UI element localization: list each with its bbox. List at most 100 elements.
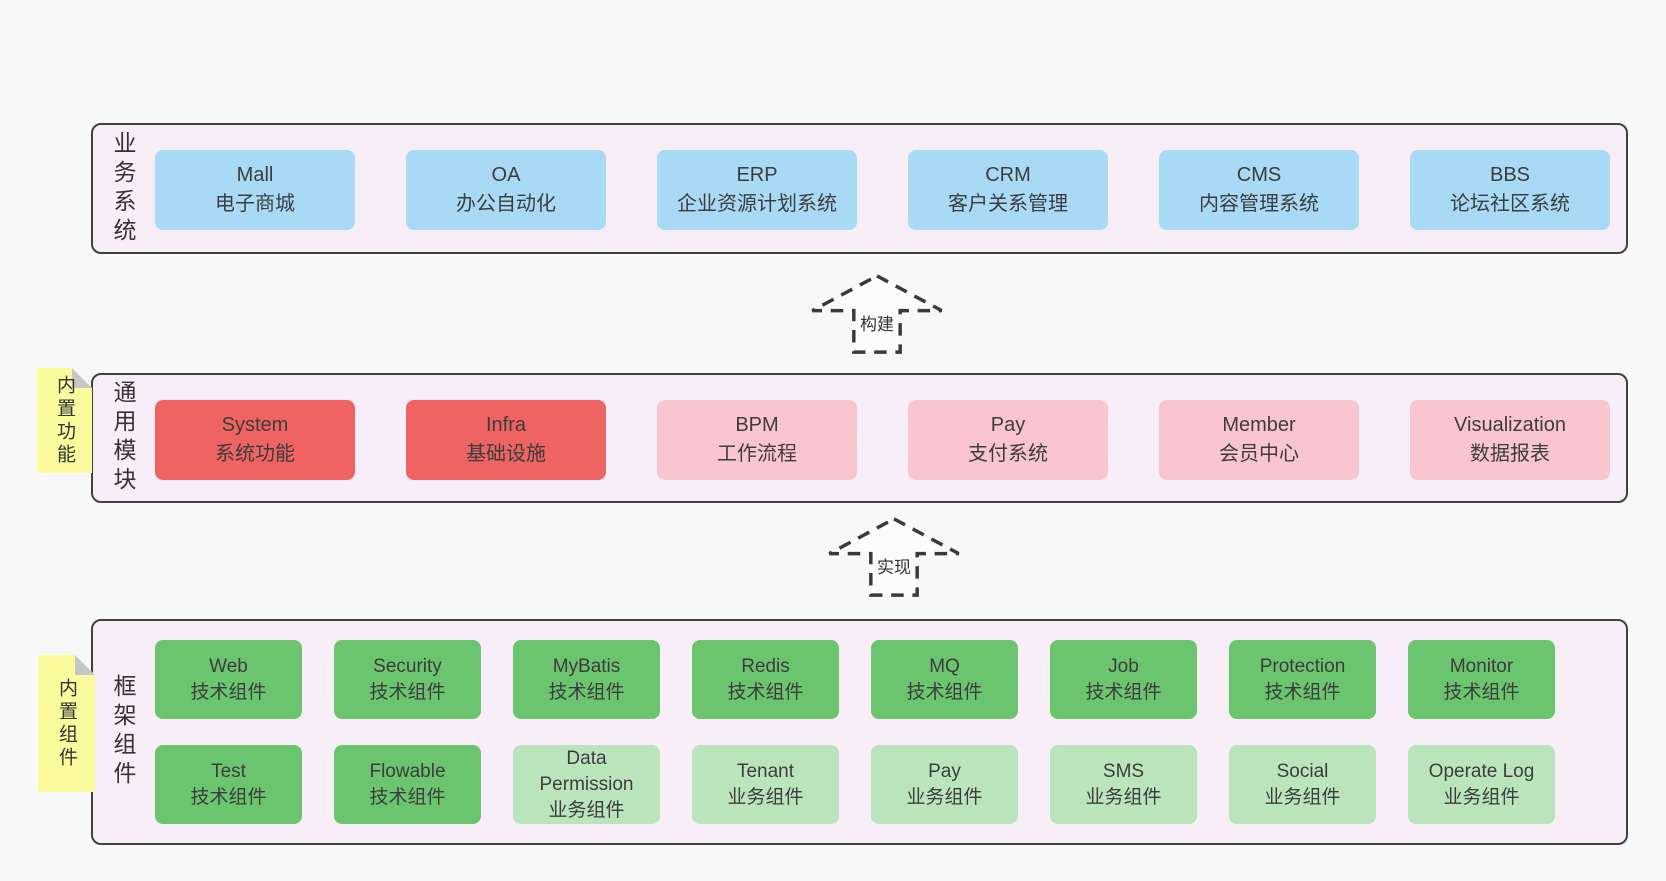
box-infra: Infra 基础设施 [406,400,606,480]
box-subtitle: 内容管理系统 [1199,193,1319,215]
box-subtitle: 技术组件 [369,786,446,808]
box-social: Social 业务组件 [1229,745,1376,824]
box-title: Operate Log [1428,760,1535,782]
box-title: Pay [990,414,1026,436]
common-modules-row: System 系统功能 Infra 基础设施 BPM 工作流程 Pay 支付系统… [155,400,1610,480]
box-protection: Protection 技术组件 [1229,640,1376,719]
box-mq: MQ 技术组件 [871,640,1018,719]
box-subtitle: 电子商城 [215,193,295,215]
box-title: Redis [741,655,790,677]
box-visualization: Visualization 数据报表 [1410,400,1610,480]
box-flowable: Flowable 技术组件 [334,745,481,824]
box-title: Mall [236,164,274,186]
box-subtitle: 技术组件 [190,786,267,808]
box-subtitle: 业务组件 [1085,786,1162,808]
box-title: BBS [1489,164,1531,186]
box-subtitle: 技术组件 [548,681,625,703]
box-monitor: Monitor 技术组件 [1408,640,1555,719]
box-subtitle: 数据报表 [1470,443,1550,465]
box-system: System 系统功能 [155,400,355,480]
box-title: Protection [1259,655,1346,677]
box-title: Social [1276,760,1329,782]
box-job: Job 技术组件 [1050,640,1197,719]
box-title: System [221,414,289,436]
box-subtitle: 技术组件 [727,681,804,703]
box-subtitle: 会员中心 [1219,443,1299,465]
box-mybatis: MyBatis 技术组件 [513,640,660,719]
box-subtitle: 技术组件 [369,681,446,703]
box-title: Web [209,655,248,677]
box-data-permission: Data Permission 业务组件 [513,745,660,824]
box-operate-log: Operate Log 业务组件 [1408,745,1555,824]
box-title: Flowable [369,760,446,782]
box-mall: Mall 电子商城 [155,150,355,230]
panel-label-business: 业务系统 [110,130,136,247]
panel-label-components: 框架组件 [110,674,136,790]
box-pay: Pay 支付系统 [908,400,1108,480]
box-subtitle: 企业资源计划系统 [677,193,837,215]
box-sms: SMS 业务组件 [1050,745,1197,824]
framework-components-panel: 框架组件 Web 技术组件 Security 技术组件 MyBatis 技术组件… [91,619,1628,845]
box-title: Security [373,655,442,677]
business-systems-panel: 业务系统 Mall 电子商城 OA 办公自动化 ERP 企业资源计划系统 CRM… [91,123,1628,254]
build-arrow: 构建 [806,272,948,356]
box-oa: OA 办公自动化 [406,150,606,230]
sticky-note-builtin-components: 内置组件 [38,655,95,792]
box-subtitle: 业务组件 [548,799,625,821]
box-security: Security 技术组件 [334,640,481,719]
box-subtitle: 业务组件 [1264,786,1341,808]
box-test: Test 技术组件 [155,745,302,824]
box-subtitle: 支付系统 [968,443,1048,465]
box-title: Data Permission [539,747,634,795]
sticky-note-builtin-features: 内置功能 [37,368,92,473]
box-redis: Redis 技术组件 [692,640,839,719]
box-subtitle: 业务组件 [727,786,804,808]
sticky-label: 内置功能 [54,374,75,467]
box-subtitle: 基础设施 [466,443,546,465]
framework-components-row-1: Web 技术组件 Security 技术组件 MyBatis 技术组件 Redi… [155,640,1555,719]
box-title: Infra [485,414,527,436]
box-bpm: BPM 工作流程 [657,400,857,480]
box-subtitle: 技术组件 [1443,681,1520,703]
box-subtitle: 业务组件 [1443,786,1520,808]
box-erp: ERP 企业资源计划系统 [657,150,857,230]
box-title: SMS [1102,760,1145,782]
implement-arrow: 实现 [823,515,965,599]
box-tenant: Tenant 业务组件 [692,745,839,824]
box-title: CRM [985,164,1031,186]
box-bbs: BBS 论坛社区系统 [1410,150,1610,230]
box-cms: CMS 内容管理系统 [1159,150,1359,230]
box-subtitle: 论坛社区系统 [1450,193,1570,215]
implement-arrow-label: 实现 [875,553,913,578]
box-title: Visualization [1454,414,1566,436]
box-subtitle: 技术组件 [1085,681,1162,703]
box-subtitle: 业务组件 [906,786,983,808]
box-title: BPM [735,414,779,436]
box-title: Test [211,760,246,782]
box-title: MyBatis [552,655,621,677]
common-modules-panel: 通用模块 System 系统功能 Infra 基础设施 BPM 工作流程 Pay… [91,373,1628,503]
box-subtitle: 客户关系管理 [948,193,1068,215]
box-crm: CRM 客户关系管理 [908,150,1108,230]
box-subtitle: 工作流程 [717,443,797,465]
box-title: CMS [1236,164,1282,186]
box-pay-biz: Pay 业务组件 [871,745,1018,824]
build-arrow-label: 构建 [858,310,896,335]
box-title: OA [491,164,521,186]
box-subtitle: 技术组件 [906,681,983,703]
box-title: Pay [928,760,961,782]
box-subtitle: 技术组件 [1264,681,1341,703]
framework-components-row-2: Test 技术组件 Flowable 技术组件 Data Permission … [155,745,1555,824]
box-subtitle: 办公自动化 [456,193,556,215]
box-member: Member 会员中心 [1159,400,1359,480]
business-systems-row: Mall 电子商城 OA 办公自动化 ERP 企业资源计划系统 CRM 客户关系… [155,150,1610,230]
box-title: Tenant [736,760,795,782]
sticky-label: 内置组件 [56,677,77,770]
box-web: Web 技术组件 [155,640,302,719]
box-title: MQ [929,655,960,677]
panel-label-modules: 通用模块 [110,380,136,496]
box-title: Monitor [1449,655,1514,677]
box-title: Member [1222,414,1296,436]
box-subtitle: 技术组件 [190,681,267,703]
